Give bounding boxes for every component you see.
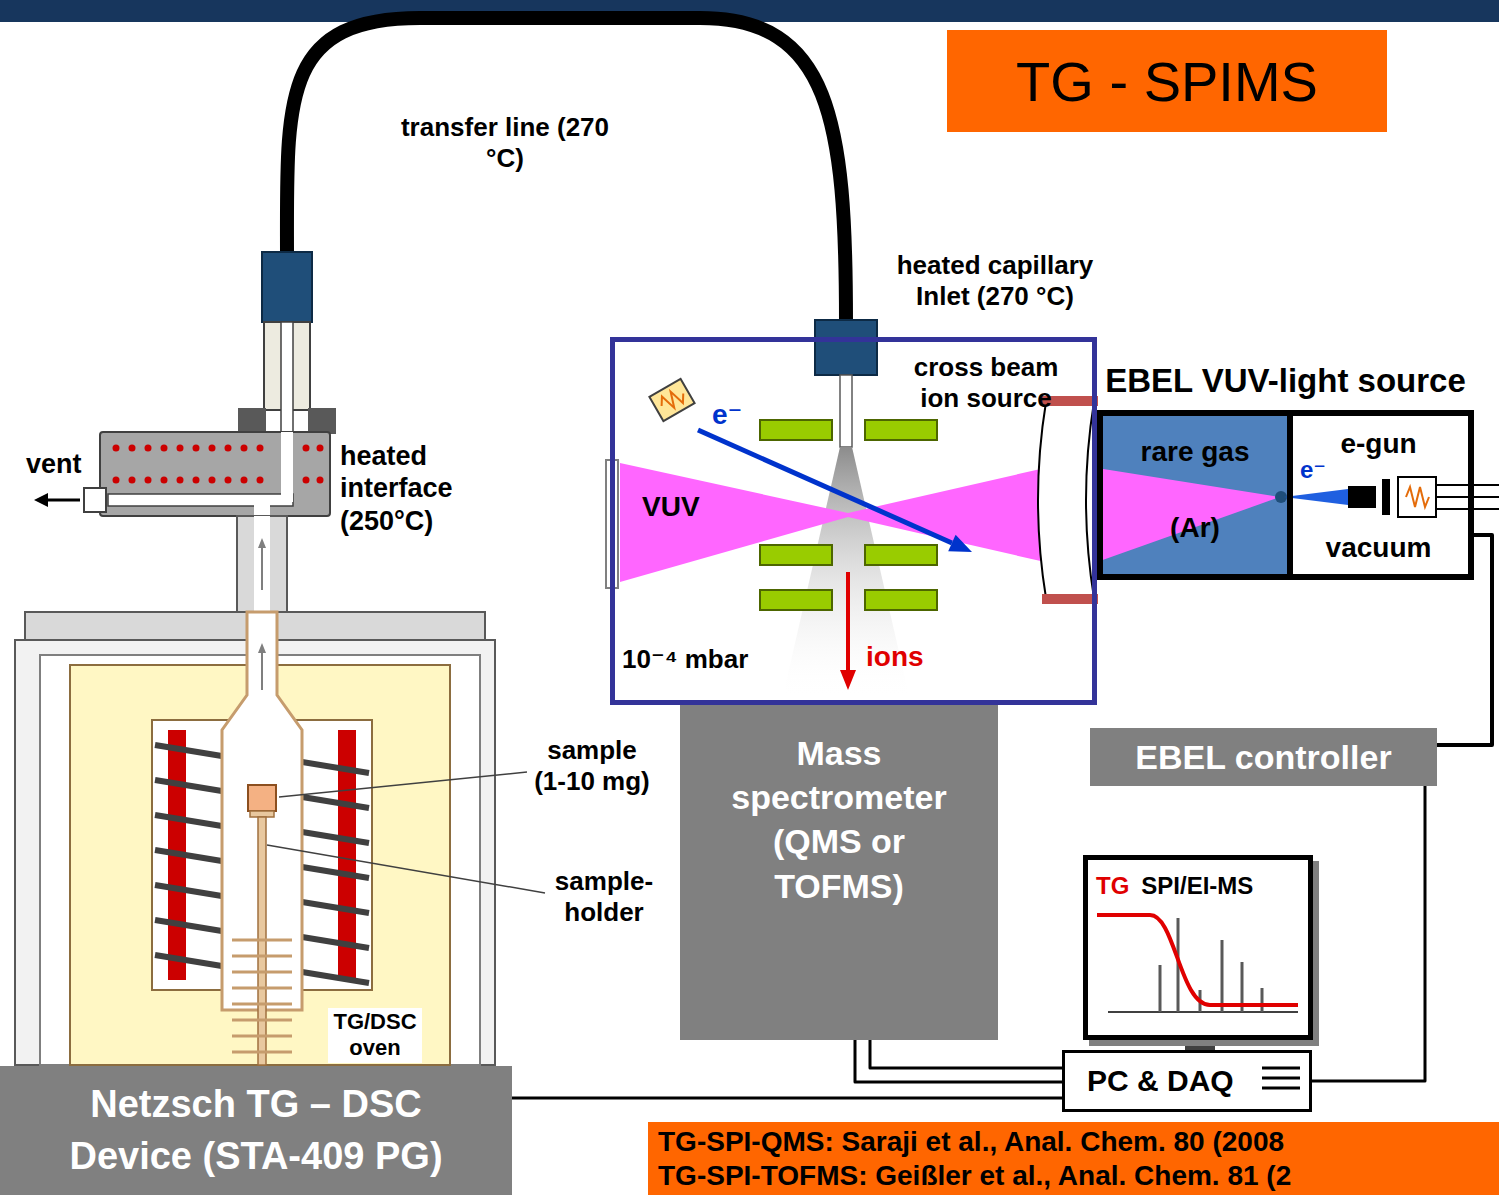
box-text: vacuum [1326,532,1432,564]
inlet-label: heated capillary Inlet (270 °C) [880,250,1110,312]
box-text: (Ar) [1170,512,1220,544]
oven-label: TG/DSC oven [328,1008,422,1063]
heated-interface [34,252,336,612]
pc-box: PC & DAQ [1062,1050,1312,1112]
wire [1437,535,1492,745]
wire-line [1312,786,1425,1081]
box-text: cross beam ion source [901,352,1071,414]
wire-line [512,1097,1062,1100]
vuv-lamp [1097,416,1499,574]
monitor-screen: TG SPI/EI-MS [1083,855,1313,1040]
pressure-label: 10⁻⁴ mbar [622,644,748,675]
pc-icon [1262,1068,1300,1088]
vacuum-cell: e-gun vacuum [1287,416,1464,574]
box-text: SPI/EI-MS [1141,872,1253,900]
ions-label: ions [866,640,924,674]
controller-box: EBEL controller [1090,728,1437,786]
top-bar [0,0,1499,22]
box-text: e-gun [1340,428,1416,460]
box-text: Netzsch TG – DSC Device (STA-409 PG) [46,1079,466,1182]
holder-label: sample-holder [548,866,660,928]
electron-label: e⁻ [712,398,742,432]
transfer-line [287,18,846,322]
wire-line [1437,535,1492,745]
gas-cell: rare gas (Ar) [1103,416,1287,574]
ion-source [606,320,1098,700]
furnace [15,612,495,1065]
lamp-box: EBEL VUV-light sourcerare gas(Ar)e-gunva… [1097,410,1474,580]
beam-label: VUV [642,490,700,524]
wire [1312,786,1425,1081]
wire-line [855,1040,1062,1082]
box-text: Mass spectrometer (QMS or TOFMS) [714,731,964,908]
spectrometer-box: Mass spectrometer (QMS or TOFMS) [680,705,998,1040]
sample-label: sample (1-10 mg) [530,735,654,797]
wire [512,1098,1062,1099]
interface-label: heated interface (250°C) [340,440,480,537]
box-text: TG - SPIMS [1016,49,1318,114]
box-text: PC & DAQ [1087,1064,1234,1098]
monitor-graph [1097,915,1298,1050]
wire [855,1040,1062,1082]
leader-lines [267,772,545,893]
box-text: rare gas [1141,436,1250,468]
box-text: TG-SPI-QMS: Saraji et al., Anal. Chem. 8… [658,1125,1489,1159]
box-text: TG-SPI-TOFMS: Geißler et al., Anal. Chem… [658,1159,1489,1193]
title-box: TG - SPIMS [947,30,1387,132]
box-text: EBEL controller [1135,738,1391,777]
box-text: EBEL VUV-light source [1097,362,1474,400]
device-box: Netzsch TG – DSC Device (STA-409 PG) [0,1066,512,1195]
wire-line [870,1040,1062,1068]
line-label: transfer line (270 °C) [400,112,610,174]
box-text: TG [1096,872,1129,900]
electron-label: e⁻ [1300,456,1326,485]
vent-label: vent [26,448,82,480]
reference-box: TG-SPI-QMS: Saraji et al., Anal. Chem. 8… [648,1122,1499,1195]
